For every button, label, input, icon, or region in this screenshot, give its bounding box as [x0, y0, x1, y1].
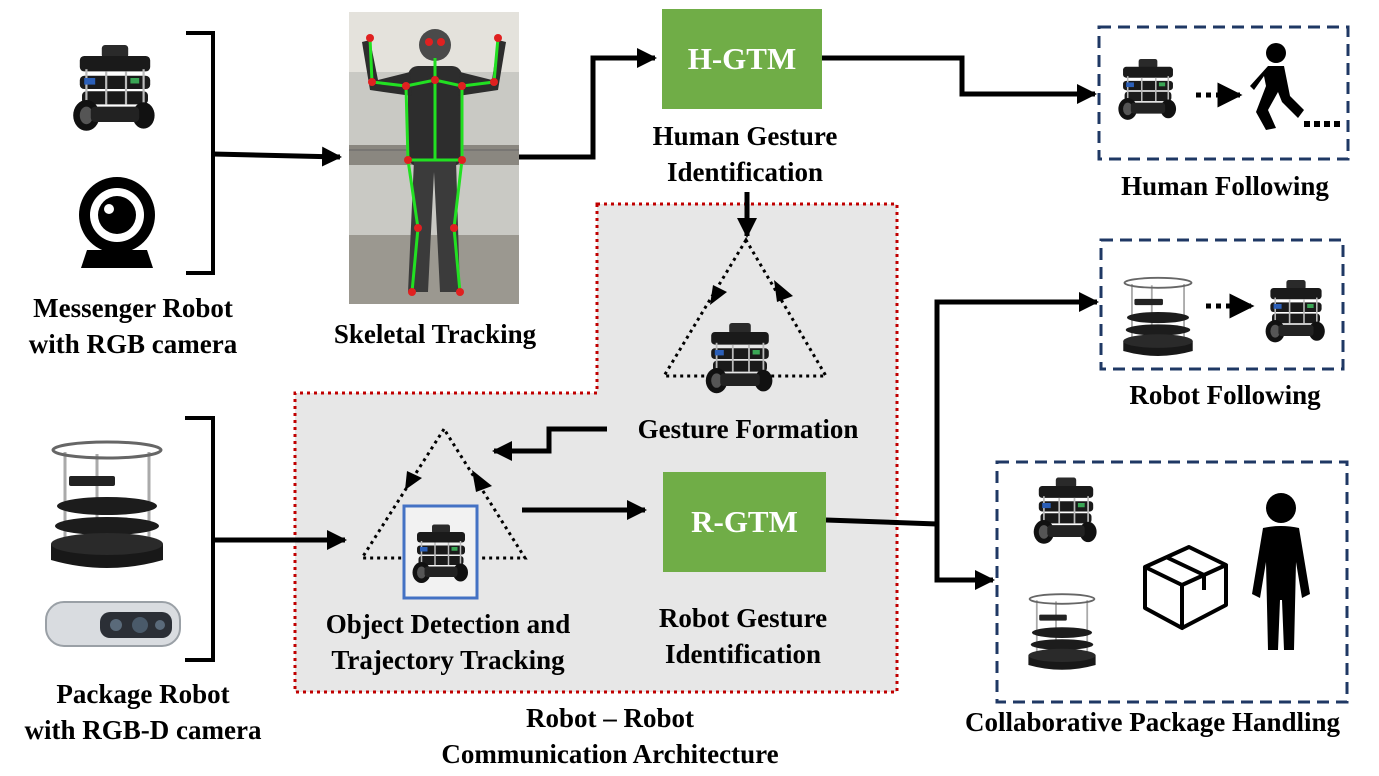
hgi-label-1: Human Gesture [652, 121, 838, 151]
person-icon [1252, 493, 1310, 650]
odt-label-1: Object Detection and [325, 609, 571, 639]
realsense-camera-icon [45, 601, 181, 647]
robot-following-panel [1099, 238, 1345, 371]
collaborative-label: Collaborative Package Handling [964, 707, 1340, 737]
formation-robot-icon [704, 322, 774, 395]
messenger-label-1: Messenger Robot [33, 293, 233, 323]
package-bracket [185, 416, 215, 662]
package-box-icon [1143, 545, 1228, 630]
arrow-skeleton-to-hgtm [519, 48, 657, 160]
messenger-bracket [186, 31, 215, 275]
architecture-label-1: Robot – Robot [525, 703, 694, 733]
robot-following-label: Robot Following [1129, 380, 1321, 410]
collaborative-tb2-icon [1027, 593, 1097, 671]
robot-following-follower-icon [1264, 279, 1326, 344]
rgi-label-2: Identification [664, 639, 821, 669]
gesture-formation-label: Gesture Formation [637, 414, 859, 444]
messenger-label-2: with RGB camera [28, 329, 238, 359]
human-following-robot-icon [1117, 58, 1177, 121]
arrow-hgtm-to-human-following [822, 55, 1097, 104]
arrow-to-robot-following [934, 292, 1099, 524]
odt-label-2: Trajectory Tracking [331, 645, 565, 675]
arrow-rgtm-to-outputs [825, 517, 938, 527]
human-following-panel [1097, 25, 1350, 161]
hgi-label-2: Identification [666, 157, 823, 187]
package-robot-icon [49, 440, 165, 570]
rgtm-module: R-GTM [663, 472, 826, 572]
messenger-robot-icon [72, 43, 156, 132]
detection-triangle [359, 426, 528, 560]
robot-following-leader-icon [1122, 276, 1194, 357]
walking-person-icon [1250, 43, 1340, 130]
arrow-formation-to-detection [492, 426, 607, 461]
webcam-icon [79, 177, 155, 268]
collaborative-tb3-icon [1032, 476, 1098, 545]
rgi-label-1: Robot Gesture [658, 603, 828, 633]
arrow-to-collaborative [934, 524, 995, 590]
skeleton-tracking-photo [349, 12, 519, 304]
package-label-2: with RGB-D camera [24, 715, 262, 745]
package-label-1: Package Robot [56, 679, 230, 709]
architecture-label-2: Communication Architecture [441, 739, 779, 769]
skeletal-tracking-label: Skeletal Tracking [333, 319, 537, 349]
arrow-messenger-to-skeleton [212, 146, 342, 167]
detected-robot-icon [411, 523, 469, 584]
collaborative-panel [995, 460, 1349, 704]
hgtm-module: H-GTM [662, 9, 822, 109]
human-following-label: Human Following [1121, 171, 1329, 201]
